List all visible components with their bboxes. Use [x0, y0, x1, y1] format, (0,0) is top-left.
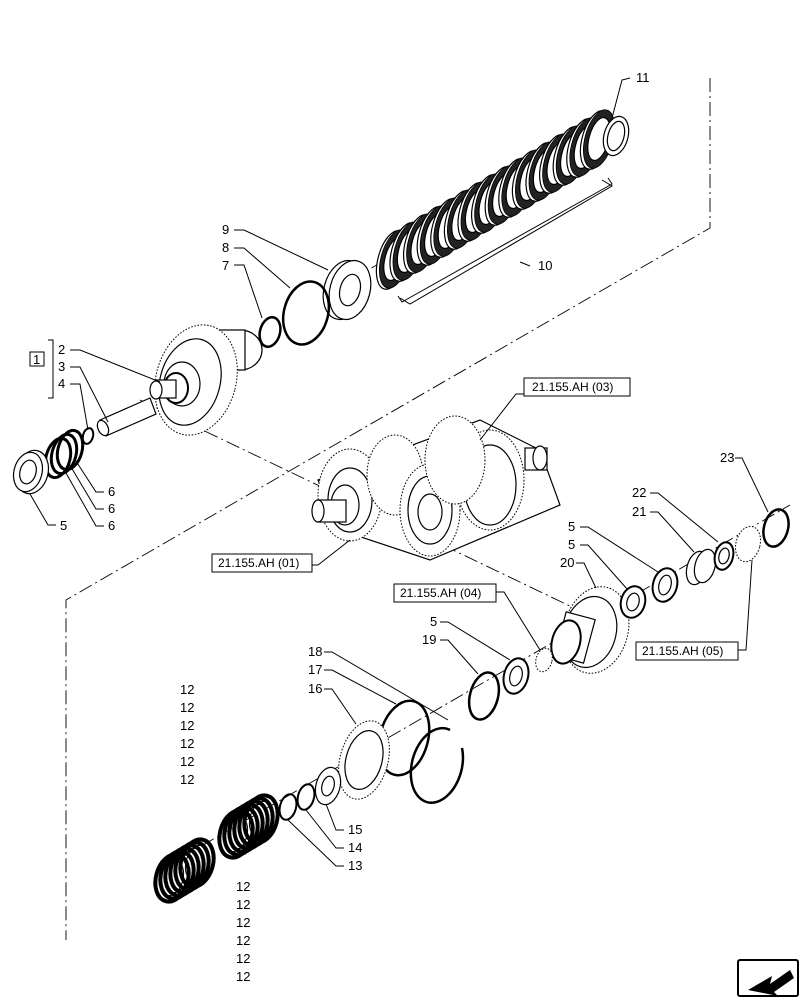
callout-12-left-3: 12 — [180, 718, 194, 733]
callout-5-right-a: 5 — [568, 519, 575, 534]
disc-pack-bracket — [397, 177, 613, 303]
ring-4 — [81, 427, 95, 445]
callout-8: 8 — [222, 240, 229, 255]
next-page-arrow-icon[interactable] — [737, 956, 799, 997]
callout-17: 17 — [308, 662, 322, 677]
reference-link-03[interactable]: 21.155.AH (03) — [523, 377, 631, 397]
ring-outline — [173, 840, 211, 892]
callout-12-left-4: 12 — [180, 736, 194, 751]
callout-9: 9 — [222, 222, 229, 237]
reference-link-05[interactable]: 21.155.AH (05) — [635, 641, 739, 661]
callout-15: 15 — [348, 822, 362, 837]
seal-ring-7 — [258, 316, 282, 348]
callout-13: 13 — [348, 858, 362, 873]
bearing-5-right-b — [651, 567, 679, 603]
callout-6-a: 6 — [108, 484, 115, 499]
callout-12-right-3: 12 — [236, 915, 250, 930]
thrust-washer-04 — [535, 647, 553, 673]
seal-ring-8 — [281, 280, 331, 346]
kit-label: 1 — [33, 352, 40, 367]
reference-label-03: 21.155.AH (03) — [532, 380, 613, 394]
callout-12-left-6: 12 — [180, 772, 194, 787]
snap-ring-11 — [602, 115, 630, 157]
ring-14 — [296, 783, 316, 811]
ring-13 — [278, 793, 298, 821]
callout-7: 7 — [222, 258, 229, 273]
callout-6-b: 6 — [108, 501, 115, 516]
callout-12-right-6: 12 — [236, 969, 250, 984]
friction-disc-pack — [375, 109, 615, 303]
washer-15 — [314, 766, 342, 806]
callout-11: 11 — [636, 70, 650, 85]
callout-20: 20 — [560, 555, 574, 570]
ring-outline — [248, 800, 274, 838]
transmission-shaft-assembly — [311, 415, 561, 561]
thrust-washer-05 — [735, 525, 761, 563]
callout-5-left: 5 — [60, 518, 67, 533]
callout-4: 4 — [58, 376, 65, 391]
callout-2: 2 — [58, 342, 65, 357]
callout-12-left-5: 12 — [180, 754, 194, 769]
reference-label-04: 21.155.AH (04) — [400, 586, 481, 600]
callout-5-right-b: 5 — [568, 537, 575, 552]
ring-outline — [178, 837, 216, 889]
ring-outline — [242, 793, 280, 845]
ring-outline — [168, 843, 206, 895]
callout-21: 21 — [632, 504, 646, 519]
gear-shaft-2 — [149, 324, 263, 436]
callout-6-c: 6 — [108, 518, 115, 533]
spring-washers-6 — [43, 428, 85, 480]
ring-outline — [232, 799, 270, 851]
callout-12-right-4: 12 — [236, 933, 250, 948]
spring-stack-12-upper — [217, 793, 280, 860]
callout-16: 16 — [308, 681, 322, 696]
pin-3 — [96, 397, 157, 437]
callout-14: 14 — [348, 840, 362, 855]
bearing-5-left — [12, 449, 50, 495]
callout-12-right-5: 12 — [236, 951, 250, 966]
callout-labels: 11 10 9 8 7 2 3 4 6 6 6 5 23 22 21 5 5 2… — [58, 70, 734, 984]
callout-12-right-1: 12 — [236, 879, 250, 894]
reference-link-04[interactable]: 21.155.AH (04) — [393, 583, 497, 603]
callout-3: 3 — [58, 359, 65, 374]
bearing-22 — [713, 541, 735, 571]
callout-12-left-1: 12 — [180, 682, 194, 697]
callout-12-right-2: 12 — [236, 897, 250, 912]
bearing-5-center — [502, 657, 530, 695]
piston-9 — [322, 259, 372, 321]
snap-ring-23 — [762, 508, 790, 548]
snap-ring-19 — [467, 671, 501, 721]
reference-label-05: 21.155.AH (05) — [642, 644, 723, 658]
piston-16 — [338, 720, 390, 800]
leader-lines — [29, 77, 769, 867]
callout-18: 18 — [308, 644, 322, 659]
reference-link-01[interactable]: 21.155.AH (01) — [211, 553, 313, 573]
sleeve-21 — [685, 548, 717, 586]
spring-stack-12-lower — [153, 837, 216, 904]
callout-22: 22 — [632, 485, 646, 500]
callout-19: 19 — [422, 632, 436, 647]
callout-12-left-2: 12 — [180, 700, 194, 715]
reference-label-01: 21.155.AH (01) — [218, 556, 299, 570]
ring-outline — [184, 844, 210, 882]
gear-hub-20 — [550, 586, 630, 674]
callout-10: 10 — [538, 258, 552, 273]
kit-callout-1[interactable]: 1 — [29, 351, 45, 367]
ring-outline — [237, 796, 275, 848]
snap-ring-18 — [409, 726, 465, 804]
callout-5-center: 5 — [430, 614, 437, 629]
bearing-5-right-a — [619, 585, 647, 619]
callout-23: 23 — [720, 450, 734, 465]
